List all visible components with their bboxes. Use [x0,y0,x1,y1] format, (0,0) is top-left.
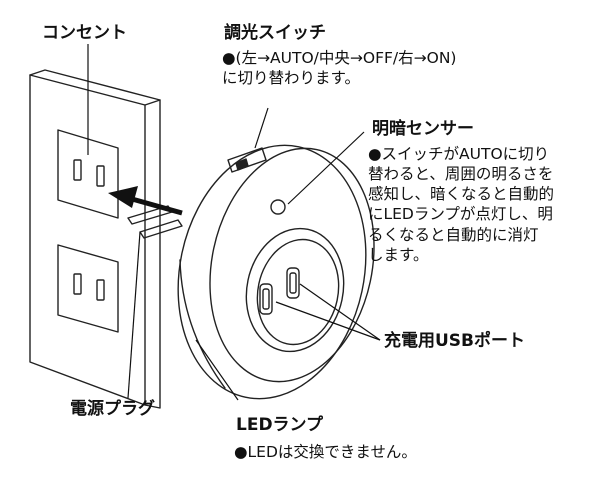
usb-port-label: 充電用USBポート [384,331,526,351]
usb-ports [259,267,300,315]
upper-socket [57,129,119,219]
insert-arrow [108,186,183,216]
light-sensor-description: ●スイッチがAUTOに切り 替わると、周囲の明るさを 感知し、暗くなると自動的 … [368,145,555,264]
leader-usb-2 [299,283,381,341]
leader-sensor [287,131,365,205]
dimmer-switch [227,147,267,173]
nightlight-body [177,144,375,400]
lower-socket [57,244,119,333]
led-lamp-title: LEDランプ [236,415,324,435]
dimmer-switch-title: 調光スイッチ [224,23,326,43]
leader-led [195,339,239,401]
leader-plug [127,231,141,399]
leader-lines [87,44,381,401]
leader-usb-1 [275,301,381,341]
light-sensor-title: 明暗センサー [372,119,474,139]
leader-dimmer [254,107,269,149]
dimmer-switch-description: ●(左→AUTO/中央→OFF/右→ON) に切り替わります。 [222,49,457,88]
front-face [245,227,345,353]
outlet-label: コンセント [42,23,127,43]
led-lamp-description: ●LEDは交換できません。 [234,443,417,461]
light-sensor [270,199,286,215]
power-plug-label: 電源プラグ [70,399,155,419]
wall-outlet-plate [29,69,161,409]
